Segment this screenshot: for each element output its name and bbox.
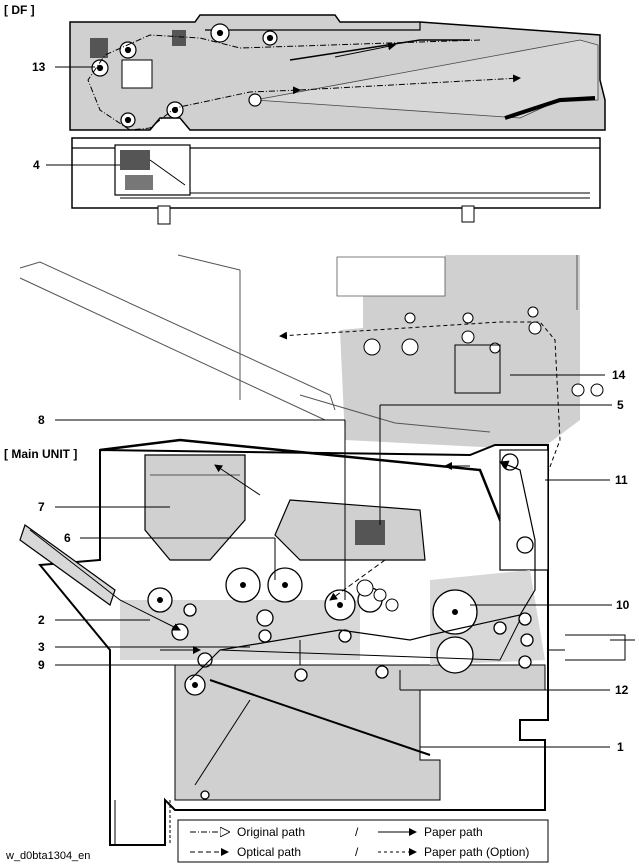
callout-8: 8 <box>38 413 45 427</box>
option-paper-path <box>279 321 561 481</box>
callout-4: 4 <box>33 158 40 172</box>
callout-9: 9 <box>38 658 45 672</box>
duplex-path <box>219 619 521 661</box>
callout-5: 5 <box>617 398 624 412</box>
legend-separator-1: / <box>355 825 359 839</box>
callout-2: 2 <box>38 613 45 627</box>
legend-separator-2: / <box>355 845 359 859</box>
legend-box <box>177 819 549 863</box>
callout-12: 12 <box>615 683 629 697</box>
callout-7: 7 <box>38 500 45 514</box>
callout-leaders <box>46 66 612 748</box>
figure-filename: w_d0bta1304_en <box>6 850 91 862</box>
main-paper-path <box>189 460 536 681</box>
optical-path <box>329 559 386 601</box>
df-original-path <box>87 34 481 131</box>
callout-6: 6 <box>64 531 71 545</box>
main-unit <box>19 254 635 846</box>
legend <box>177 819 549 863</box>
callout-11: 11 <box>615 473 628 487</box>
bypass-tray <box>19 524 116 606</box>
callout-1: 1 <box>617 740 624 754</box>
option-paper-unit <box>340 255 580 450</box>
callout-3: 3 <box>38 640 45 654</box>
gear-cluster <box>356 579 399 612</box>
callout-14: 14 <box>612 368 626 382</box>
exit-tray <box>19 261 336 411</box>
section-title-main-unit: [ Main UNIT ] <box>4 447 78 461</box>
legend-original-path-label: Original path <box>237 825 306 839</box>
laser-unit <box>274 499 426 561</box>
section-title-df: [ DF ] <box>4 3 35 17</box>
legend-paper-path-label: Paper path <box>424 825 483 839</box>
callout-10: 10 <box>616 598 630 612</box>
df-unit <box>69 14 606 225</box>
legend-paper-path-option-label: Paper path (Option) <box>424 845 530 859</box>
legend-optical-path-label: Optical path <box>237 845 302 859</box>
callout-13: 13 <box>32 60 46 74</box>
toner-bottle <box>144 454 246 561</box>
